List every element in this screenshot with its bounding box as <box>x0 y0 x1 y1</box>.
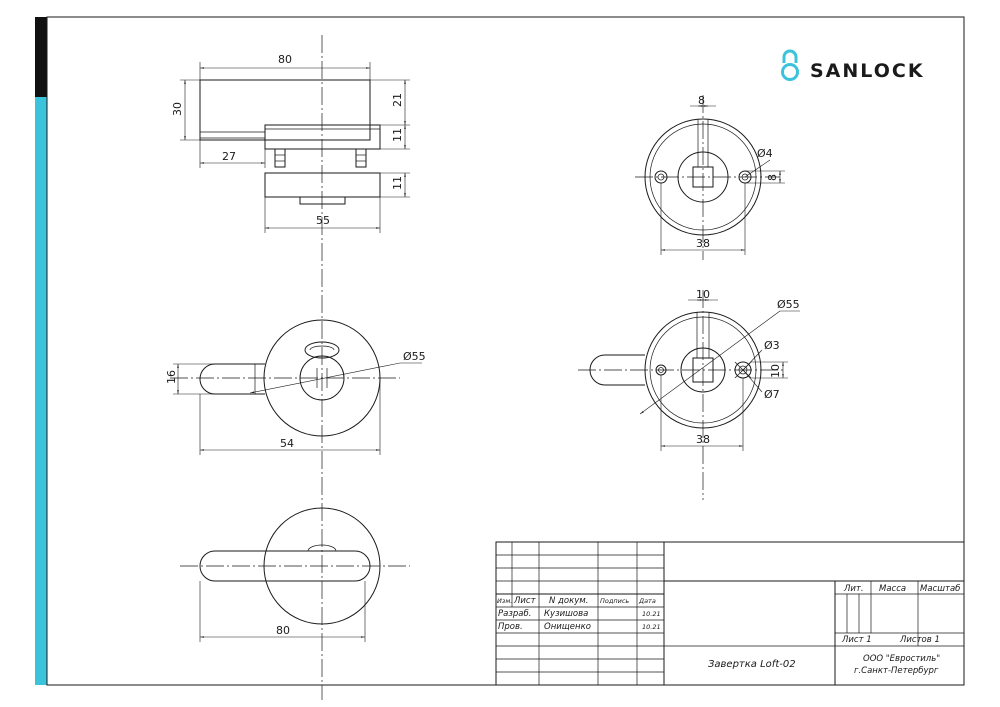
dim-rear-diameter: Ø55 <box>777 298 800 311</box>
dim-rear-side: 10 <box>769 364 782 378</box>
title-block: Изм. Лист N докум. Подпись Дата Разраб. … <box>495 541 965 686</box>
rear-rosette-outer <box>644 311 762 429</box>
dim-front-mid: 11 <box>391 128 404 142</box>
mass-label: Масса <box>879 584 906 594</box>
brand-stripe-dark <box>35 17 47 97</box>
front-view: 80 30 21 11 11 27 55 <box>171 35 410 700</box>
dim-bottom-length: 80 <box>276 624 290 637</box>
rear-spindle-slot <box>692 357 714 383</box>
dim-rear-hole-small: Ø3 <box>764 339 780 352</box>
dim-top-span: 38 <box>696 237 710 250</box>
dim-front-base: 55 <box>316 214 330 227</box>
lower-spindle <box>299 196 346 205</box>
dim-rear-span: 38 <box>696 433 710 446</box>
top-rosette-inner <box>649 123 757 231</box>
rear-lever <box>589 354 645 386</box>
company-name: ООО "Евростиль" <box>863 654 940 664</box>
side-lever <box>199 363 265 395</box>
top-hub <box>677 151 729 203</box>
handle-block <box>199 79 371 141</box>
row-role: Пров. <box>498 622 523 632</box>
dim-front-height: 30 <box>171 102 184 116</box>
side-view: 16 Ø55 54 <box>165 319 426 455</box>
indicator-window <box>304 341 340 359</box>
dim-front-lower: 11 <box>391 176 404 190</box>
dim-side-diameter: Ø55 <box>403 350 426 363</box>
dim-front-top: 21 <box>391 93 404 107</box>
header-doc-number: N докум. <box>549 596 588 606</box>
brand-name: SANLOCK <box>810 60 925 82</box>
sanlock-logo: SANLOCK <box>781 49 925 82</box>
sheet-number: Лист 1 <box>841 635 872 645</box>
dim-top-side: 8 <box>766 174 779 181</box>
rear-view: 10 Ø55 Ø3 10 Ø7 38 <box>578 288 800 500</box>
scale-label: Масштаб <box>920 584 960 594</box>
row-role: Разраб. <box>498 609 531 619</box>
dim-side-length: 54 <box>280 437 294 450</box>
row-name: Кузишова <box>544 609 588 619</box>
dim-side-height: 16 <box>165 370 178 384</box>
upper-rosette-plate <box>264 124 381 150</box>
header-signature: Подпись <box>600 597 629 605</box>
bottom-view: 80 <box>180 507 410 642</box>
row-date: 10.21 <box>642 610 661 618</box>
padlock-icon <box>781 49 799 81</box>
product-name: Завертка Loft-02 <box>708 659 796 670</box>
bottom-lever <box>199 550 371 582</box>
top-view: 8 Ø4 8 38 <box>635 94 785 260</box>
dim-front-offset: 27 <box>222 150 236 163</box>
row-date: 10.21 <box>642 623 661 631</box>
side-hub <box>299 355 345 401</box>
dim-top-hole: Ø4 <box>757 147 773 160</box>
bottom-rosette <box>263 507 381 625</box>
top-rosette-outer <box>644 118 762 236</box>
dim-front-width: 80 <box>278 53 292 66</box>
screw-left <box>274 148 286 168</box>
dim-rear-width: 10 <box>696 288 710 301</box>
company-city: г.Санкт-Петербург <box>854 666 939 676</box>
letter-label: Лит. <box>843 584 864 594</box>
lower-rosette-plate <box>264 172 381 198</box>
header-sheet: Лист <box>513 596 537 606</box>
dim-top-width: 8 <box>698 94 705 107</box>
rear-hub <box>680 347 726 393</box>
header-date: Дата <box>638 597 656 605</box>
screw-right <box>355 148 367 168</box>
brand-stripe-accent <box>35 97 47 685</box>
sheet-count: Листов 1 <box>899 635 940 645</box>
sheet-frame <box>46 16 965 686</box>
square-spindle-hole <box>692 166 714 188</box>
dim-rear-hole-large: Ø7 <box>764 388 780 401</box>
row-name: Онищенко <box>544 622 591 632</box>
header-change: Изм. <box>497 597 512 605</box>
